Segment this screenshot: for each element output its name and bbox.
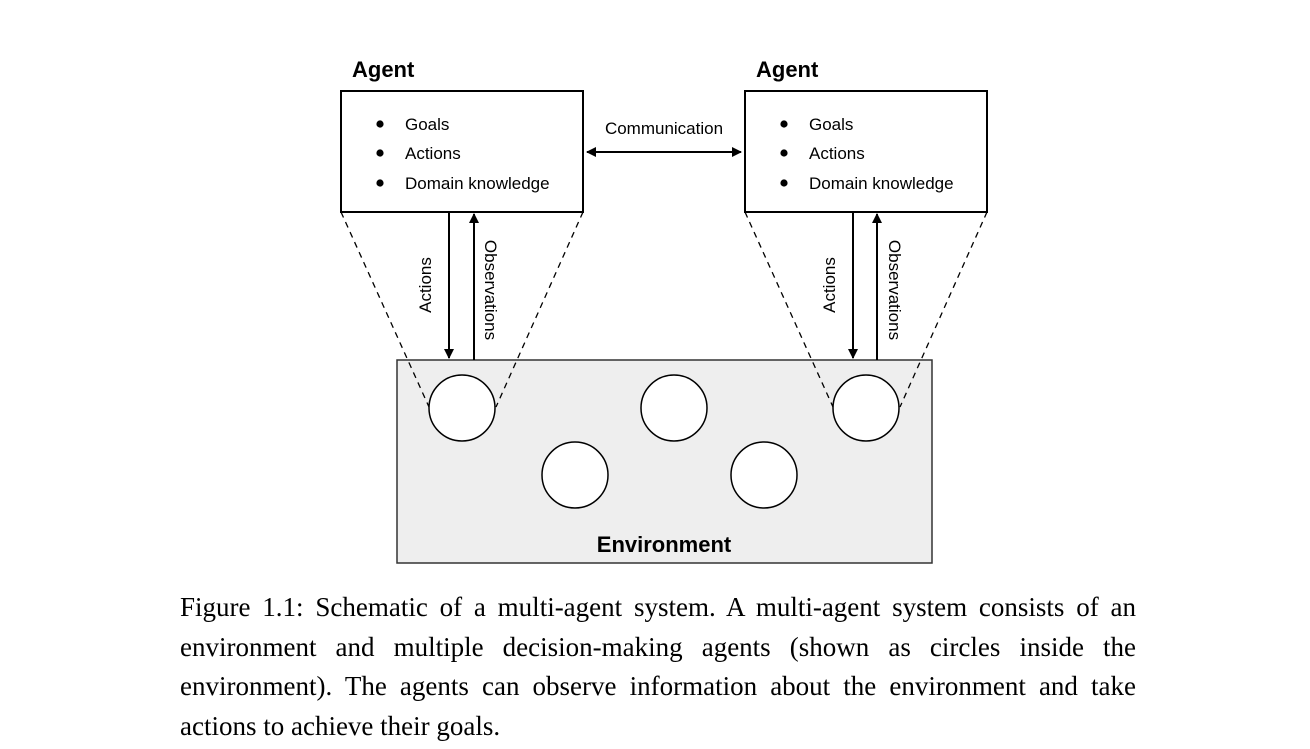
agent-1-observations-label: Observations [481, 240, 500, 340]
agent-circle-2 [640, 374, 708, 442]
agent-2-item-domain-knowledge: Domain knowledge [809, 174, 954, 193]
agent-1-item-goals: Goals [405, 115, 449, 134]
agent-2-item-goals: Goals [809, 115, 853, 134]
agent-2-box [744, 90, 988, 213]
projection-line-right-agent-1 [495, 211, 584, 408]
agent-1-bullet-3 [376, 179, 384, 187]
agent-circle-4 [541, 441, 609, 509]
agent-1-title: Agent [352, 57, 415, 82]
environment-label: Environment [597, 532, 732, 557]
agent-2-title: Agent [756, 57, 819, 82]
agent-1-actions-label: Actions [416, 257, 435, 313]
agent-2-bullet-3 [780, 179, 788, 187]
agent-2-bullet-2 [780, 149, 788, 157]
agent-1-bullet-2 [376, 149, 384, 157]
projection-line-left-agent-1 [340, 211, 430, 408]
projection-line-right-agent-2 [899, 211, 988, 408]
figure-caption: Figure 1.1: Schematic of a multi-agent s… [180, 592, 1136, 741]
agent-1-item-domain-knowledge: Domain knowledge [405, 174, 550, 193]
agent-circle-3 [832, 374, 900, 442]
agent-circle-5 [730, 441, 798, 509]
agent-2-actions-label: Actions [820, 257, 839, 313]
agent-2-bullet-1 [780, 120, 788, 128]
agent-2-observations-label: Observations [885, 240, 904, 340]
communication-label: Communication [605, 119, 723, 138]
agent-1-bullet-1 [376, 120, 384, 128]
agent-1-item-actions: Actions [405, 144, 461, 163]
agent-circle-1 [428, 374, 496, 442]
multi-agent-diagram: Environment Agent Goals Actions Domain k… [340, 57, 988, 564]
projection-line-left-agent-2 [744, 211, 834, 408]
agent-2-item-actions: Actions [809, 144, 865, 163]
